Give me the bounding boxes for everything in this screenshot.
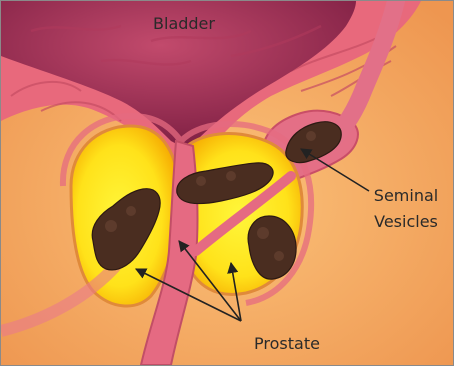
label-prostate: Prostate — [254, 334, 320, 353]
label-bladder: Bladder — [153, 14, 215, 33]
label-seminal-line2: Vesicles — [374, 212, 438, 231]
label-seminal-line1: Seminal — [374, 186, 438, 205]
